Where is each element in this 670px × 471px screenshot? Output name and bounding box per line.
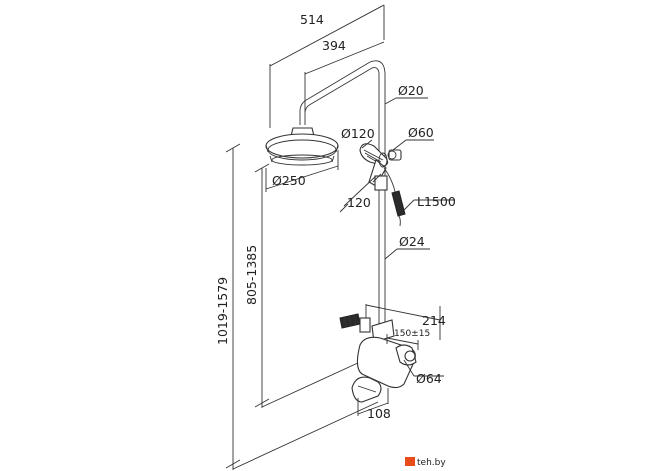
label-total-height: 1019-1579 [215, 277, 230, 345]
shower-hose [383, 167, 406, 227]
dimension-total-height: 1019-1579 [215, 143, 241, 470]
dimension-adjustable-height: 805-1385 [244, 163, 270, 408]
dimension-mixer-centers: 150±15 [386, 329, 430, 350]
dimension-hand-shower-diameter: Ø120 [341, 126, 375, 149]
shower-arm [299, 60, 386, 125]
watermark-logo [405, 457, 415, 466]
dimension-pipe-diameter: Ø24 [384, 234, 430, 260]
dimension-holder-offset: 120 [339, 173, 382, 213]
watermark: teh.by [405, 457, 446, 468]
riser-pipe [378, 110, 386, 325]
dimension-holder-diameter: Ø60 [392, 125, 434, 151]
label-mixer-centers: 150±15 [394, 329, 430, 339]
label-riser-diameter: Ø20 [398, 83, 424, 98]
dimension-spout-length: 108 [357, 388, 391, 421]
label-mixer-diameter: Ø64 [416, 371, 442, 386]
dimension-head-diameter: Ø250 [265, 150, 339, 192]
label-head-diameter: Ø250 [272, 173, 306, 188]
dimension-riser-diameter: Ø20 [384, 83, 428, 105]
dimension-hose-length: L1500 [403, 194, 456, 211]
label-spout-length: 108 [367, 406, 391, 421]
label-arm-length: 394 [322, 38, 346, 53]
hand-shower [359, 143, 389, 187]
label-mixer-width: 214 [422, 313, 446, 328]
label-hand-shower-diameter: Ø120 [341, 126, 375, 141]
dimension-overall-width: 514 [269, 4, 385, 128]
dimension-mixer-diameter: Ø64 [403, 359, 444, 386]
dimension-mixer-width: 214 [365, 304, 446, 340]
label-hose-length: L1500 [417, 194, 456, 209]
bath-mixer [339, 313, 417, 403]
label-holder-diameter: Ø60 [408, 125, 434, 140]
label-adjustable-height: 805-1385 [244, 245, 259, 305]
watermark-text: teh.by [417, 458, 446, 468]
overhead-shower-head [265, 127, 339, 166]
label-holder-offset: 120 [347, 195, 371, 210]
dimension-arm-length: 394 [304, 38, 385, 112]
label-pipe-diameter: Ø24 [399, 234, 425, 249]
shower-holder [374, 149, 402, 191]
label-overall-width: 514 [300, 12, 324, 27]
